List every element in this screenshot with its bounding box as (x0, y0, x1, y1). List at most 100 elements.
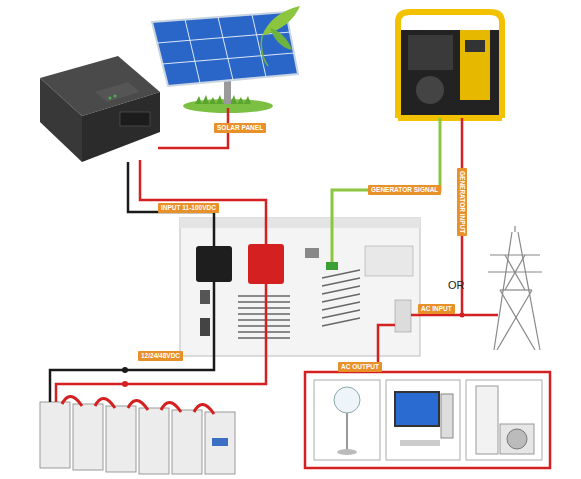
charge-controller-part (114, 95, 117, 98)
power-tower-part (497, 290, 532, 350)
solar-panel-part (261, 36, 268, 66)
battery-bank-part (73, 404, 103, 470)
power-tower-part (490, 254, 540, 255)
inverter-part-part (322, 318, 360, 326)
charge-controller-part (120, 112, 150, 126)
wire-set-part (460, 313, 465, 318)
charge-controller-part (95, 82, 140, 102)
power-tower-part (494, 232, 512, 350)
charge-controller-part (40, 78, 82, 162)
charge-controller-part (109, 97, 112, 100)
ac-load-box-part (476, 386, 498, 454)
battery-bank-part-part (95, 398, 115, 408)
wire-set (50, 108, 498, 402)
wire-set-part (56, 284, 266, 402)
inverter-part-part (322, 310, 360, 318)
power-tower-part (518, 232, 540, 350)
wire-set-part (122, 367, 128, 373)
inverter-part-part (238, 307, 290, 309)
battery-bank-part (106, 406, 136, 472)
wire-tag: SOLAR PANEL (214, 123, 266, 133)
inverter-part-part (238, 337, 290, 339)
inverter-part-part (238, 313, 290, 315)
solar-panel-part-part (185, 20, 200, 84)
generator-part (460, 30, 490, 100)
choice-note: OR (448, 279, 465, 291)
ac-load-box-part (400, 440, 440, 446)
solar-panel-part-part (252, 15, 266, 78)
inverter-part-part (238, 325, 290, 327)
ac-load-box-part (507, 429, 527, 449)
solar-panel-part-part (218, 17, 233, 80)
ac-load-box (305, 372, 550, 468)
inverter-part (248, 244, 284, 284)
solar-panel (152, 6, 300, 113)
wire-set-part (140, 160, 266, 244)
charge-controller (40, 56, 160, 162)
battery-bank-part-part (161, 402, 181, 412)
ac-load-box-part (386, 380, 460, 460)
battery-bank (40, 396, 235, 474)
inverter-part-part (322, 278, 360, 286)
inverter-part-part (238, 319, 290, 321)
power-tower-part (500, 290, 535, 350)
battery-bank-part (205, 412, 235, 474)
ac-load-box-part (346, 413, 348, 450)
inverter-part (238, 270, 360, 338)
battery-bank-part-part (194, 404, 214, 414)
power-tower-part (514, 226, 515, 232)
battery-bank-part (212, 438, 228, 446)
wire-tag: AC INPUT (418, 304, 455, 314)
generator-part (398, 115, 502, 121)
inverter-part-part (238, 295, 290, 297)
battery-bank-part-part (62, 396, 82, 406)
inverter-part-part (238, 301, 290, 303)
solar-panel-part-part (162, 53, 294, 64)
inverter-part-part (238, 331, 290, 333)
power-tower-part (505, 255, 525, 290)
battery-bank-part (172, 410, 202, 474)
solar-panel-part-part (157, 32, 291, 43)
inverter-part (365, 246, 413, 276)
generator (398, 12, 502, 118)
inverter-part-part (322, 302, 360, 310)
inverter-part (196, 246, 232, 282)
solar-panel-part (262, 6, 300, 36)
battery-bank-part (139, 408, 169, 474)
ac-load-box-part (466, 380, 542, 460)
inverter-part (180, 218, 420, 228)
charge-controller-part (82, 92, 160, 162)
ac-load-box-part (305, 372, 550, 468)
wire-set-part (462, 314, 498, 317)
inverter-part (326, 262, 338, 270)
wire-tag: INPUT 11-100VDC (158, 203, 219, 213)
ac-load-box-part (337, 449, 357, 455)
inverter-part-part (322, 286, 360, 294)
wire-tag: GENERATOR SIGNAL (368, 185, 441, 195)
inverter-part (180, 218, 420, 356)
generator-part (400, 30, 500, 115)
inverter (180, 218, 420, 356)
ac-load-box-part (334, 387, 360, 413)
wire-tag: 12/24/48VDC (138, 351, 183, 361)
inverter-part (200, 290, 210, 304)
inverter-part-part (322, 270, 360, 278)
generator-part (465, 40, 485, 52)
battery-bank-part (62, 396, 214, 414)
wire-set-part (122, 381, 128, 387)
battery-bank-part-part (128, 400, 148, 410)
wire-tag: AC OUTPUT (338, 362, 382, 372)
inverter-part (395, 300, 411, 332)
ac-load-box-part (500, 424, 534, 454)
power-tower (488, 226, 542, 350)
solar-panel-part (195, 95, 251, 104)
inverter-part (200, 318, 210, 336)
inverter-part (305, 248, 319, 258)
solar-panel-part (270, 28, 292, 50)
generator-part (416, 76, 444, 104)
wire-tag: GENERATOR INPUT (457, 168, 467, 236)
inverter-part-part (322, 294, 360, 302)
generator-part (398, 12, 502, 118)
